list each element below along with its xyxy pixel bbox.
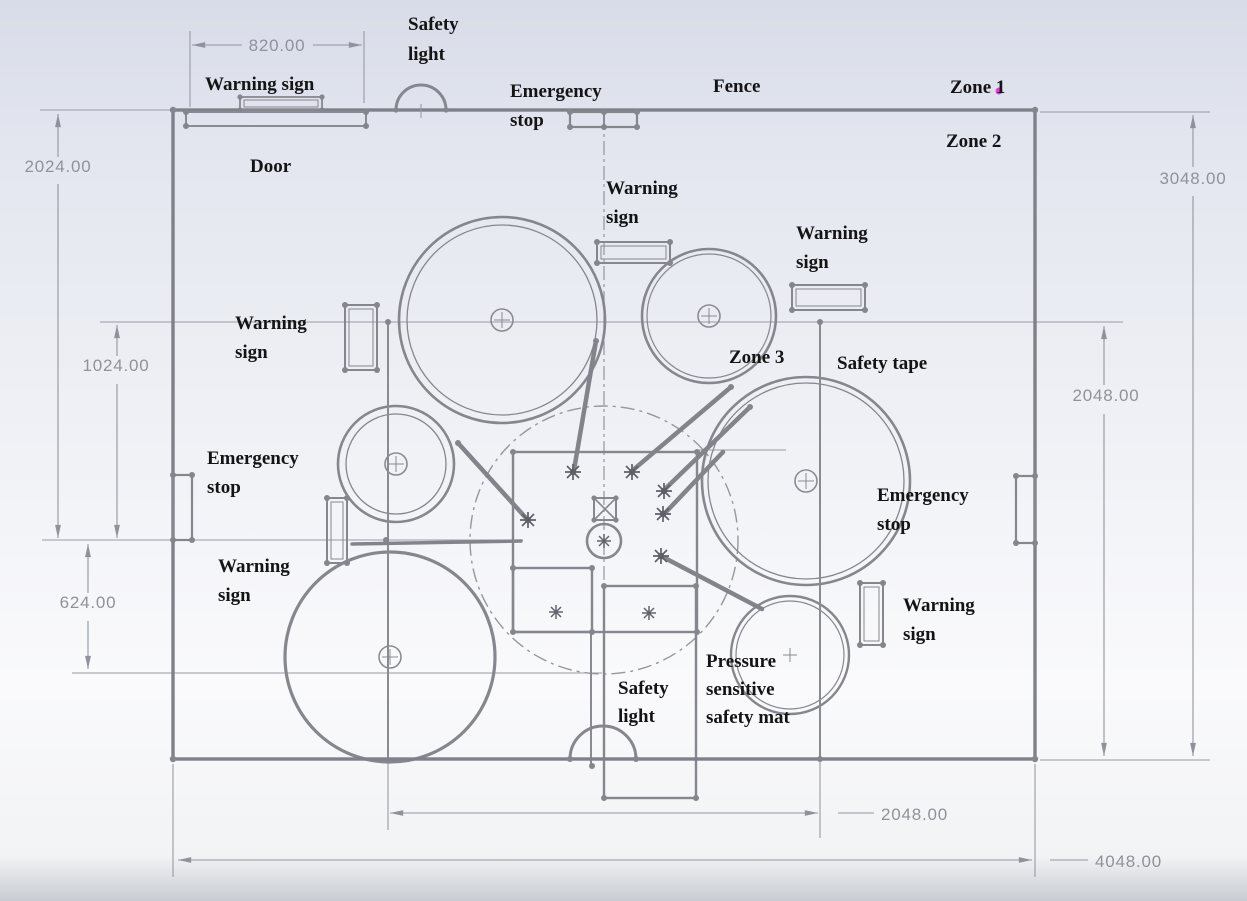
dim-text-bottom-inner: 2048.00 [881, 805, 948, 824]
label-emergency-stop-right-2: stop [877, 514, 911, 535]
machine-circle-bottom-left [283, 550, 497, 764]
emergency-stop-symbol-top [567, 109, 640, 130]
center-equipment [511, 450, 699, 800]
warning-sign-symbol-left-mid [342, 302, 380, 373]
dim-text-left-outer: 2024.00 [24, 157, 91, 176]
label-zone2: Zone 2 [946, 131, 1001, 152]
label-warning-sign-top-center-2: sign [606, 207, 639, 228]
label-safety-light-bottom: Safety [618, 678, 669, 699]
dim-text-right-outer: 3048.00 [1159, 169, 1226, 188]
machine-circle-top-large [397, 215, 607, 425]
dimension-lines [55, 42, 1196, 863]
label-warning-sign-left-lower: Warning [218, 556, 290, 577]
label-emergency-stop-top: Emergency [510, 81, 602, 102]
machine-circle-right-large [700, 375, 912, 587]
machine-circle-bottom-right [729, 594, 851, 716]
label-warning-sign-left-lower-2: sign [218, 585, 251, 606]
label-emergency-stop-right: Emergency [877, 485, 969, 506]
door-symbol [183, 109, 369, 129]
dimension-labels: 820.00 2024.00 1024.00 624.00 3048.00 20… [24, 36, 1226, 871]
emergency-stop-symbol-right [1013, 473, 1038, 546]
label-fence: Fence [713, 76, 760, 97]
label-warning-sign-right-upper-2: sign [796, 252, 829, 273]
label-warning-sign-right-lower: Warning [903, 595, 975, 616]
conveyor-exit [602, 584, 698, 800]
label-emergency-stop-top-2: stop [510, 110, 544, 131]
label-warning-sign-right-lower-2: sign [903, 624, 936, 645]
dim-text-door-width: 820.00 [249, 36, 306, 55]
arm-joint-dots [455, 338, 753, 446]
robot-base-circle [585, 522, 623, 560]
annotation-labels: Safety light Warning sign Emergency stop… [205, 14, 1005, 728]
label-warning-sign-top-center: Warning [606, 178, 678, 199]
warning-sign-symbol-left-lower [324, 495, 350, 566]
label-safety-light-top-2: light [408, 44, 446, 65]
warning-sign-symbol-right-upper [789, 282, 868, 313]
label-emergency-stop-left: Emergency [207, 448, 299, 469]
label-pressure-mat-2: sensitive [706, 679, 775, 700]
robot-arms [350, 338, 765, 612]
warning-sign-symbol-top-left [237, 94, 325, 113]
label-pressure-mat-3: safety mat [706, 707, 791, 728]
machine-circle-top-right [640, 247, 778, 385]
dim-text-bottom-outer: 4048.00 [1095, 852, 1162, 871]
emergency-stop-symbol-left [170, 472, 195, 543]
machine-circles [283, 215, 912, 764]
label-warning-sign-right-upper: Warning [796, 223, 868, 244]
warning-sign-symbol-right-lower [857, 580, 886, 648]
label-zone3: Zone 3 [729, 347, 784, 368]
work-point-stars [519, 463, 673, 621]
end-effector-box [593, 497, 617, 521]
warning-sign-symbol-top-center [594, 239, 673, 266]
pedestal-left [511, 566, 594, 634]
label-warning-sign-left-mid: Warning [235, 313, 307, 334]
label-safety-tape: Safety tape [837, 353, 927, 374]
junction-dots [169, 87, 1039, 801]
safety-light-symbol-top [393, 83, 449, 118]
label-safety-light-top: Safety [408, 14, 459, 35]
reference-lines [40, 31, 1210, 877]
note-dot [995, 87, 1003, 95]
label-safety-light-bottom-2: light [618, 706, 656, 727]
dim-text-left-mid: 1024.00 [82, 356, 149, 375]
label-warning-sign-left-mid-2: sign [235, 342, 268, 363]
label-zone1: Zone 1 [950, 77, 1005, 98]
safety-devices [170, 83, 1038, 762]
label-warning-sign-top-left: Warning sign [205, 74, 315, 95]
dim-text-left-lower: 624.00 [60, 593, 117, 612]
label-door: Door [250, 156, 292, 177]
machine-circle-left-mid [336, 404, 456, 524]
label-pressure-mat: Pressure [706, 651, 776, 672]
label-emergency-stop-left-2: stop [207, 477, 241, 498]
dim-text-right-inner: 2048.00 [1072, 386, 1139, 405]
safety-light-symbol-bottom [567, 724, 639, 762]
